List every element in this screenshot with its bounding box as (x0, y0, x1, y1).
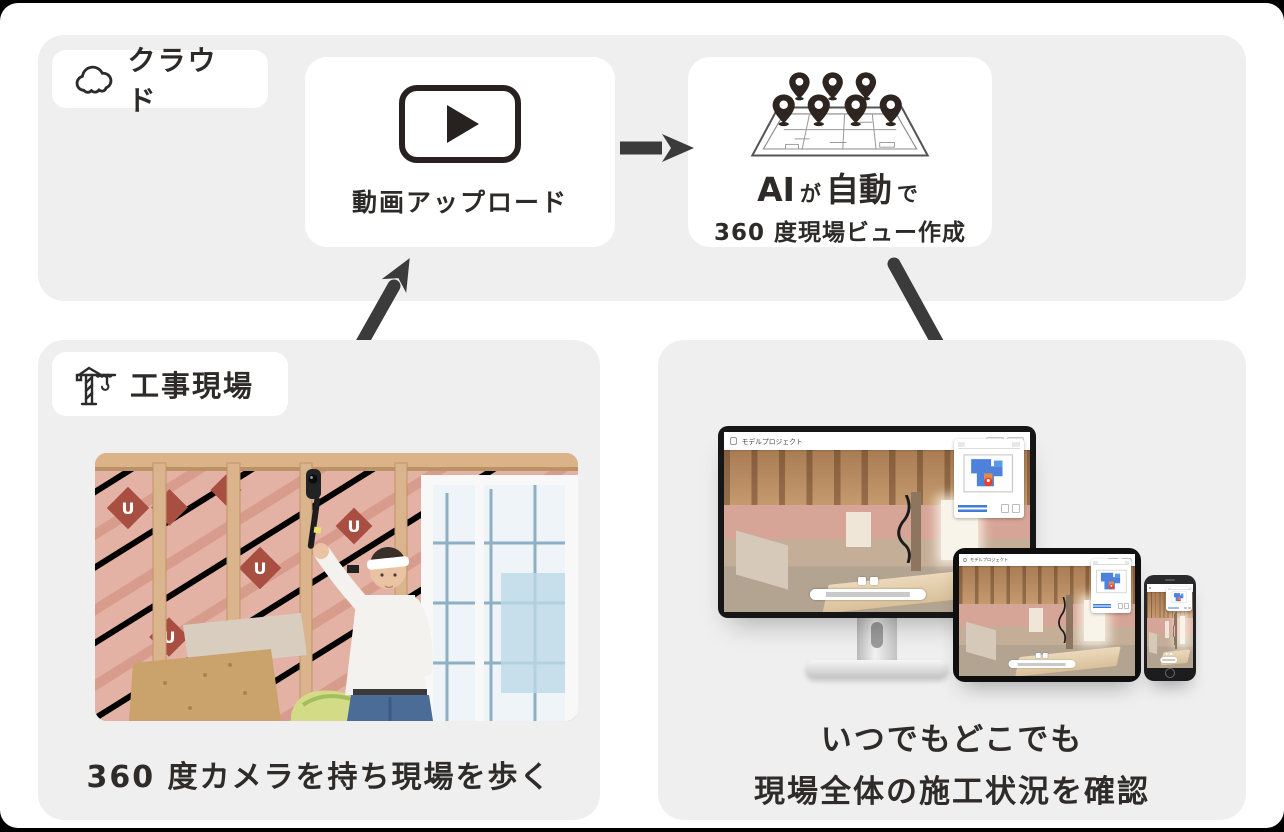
menu-icon (729, 437, 737, 445)
svg-text:U: U (348, 517, 361, 536)
upload-card: 動画アップロード (305, 57, 615, 247)
minimap-button (1124, 603, 1130, 610)
ai-card: AI が 自動 で 360 度現場ビュー作成 (688, 57, 992, 247)
leaning-board (1148, 632, 1157, 655)
minimap-panel (1166, 587, 1193, 611)
minimap-button (1118, 603, 1124, 610)
viewer-screen: モデルプロジェクト (959, 554, 1135, 676)
viewer-nav-buttons (1165, 652, 1173, 656)
hanging-cable-icon (897, 495, 911, 564)
cloud-icon (75, 65, 113, 94)
minimap-toolbar (1093, 561, 1130, 566)
map-pins-floorplan-icon (750, 72, 930, 157)
menu-icon (962, 557, 967, 563)
viewer-nav-buttons (857, 577, 878, 585)
minimap-floorplan-icon (1171, 591, 1187, 604)
cloud-badge-label: クラウド (127, 44, 218, 117)
tablet: モデルプロジェクト (953, 548, 1141, 682)
minimap-toolbar (957, 442, 1020, 449)
play-video-icon (399, 85, 521, 163)
devices-caption-line2: 現場全体の施工状況を確認 (754, 774, 1150, 810)
minimap-button (1001, 504, 1010, 514)
viewer-status-pill (1008, 660, 1076, 669)
viewer-nav-buttons (1035, 652, 1048, 658)
hanging-cable-icon (1058, 596, 1067, 644)
cloud-badge: クラウド (52, 44, 268, 117)
devices-caption-line1: いつでもどこでも (820, 722, 1084, 758)
ai-caption-line2: 360 度現場ビュー作成 (713, 220, 967, 246)
site-badge-label: 工事現場 (130, 369, 255, 403)
minimap-button (1187, 606, 1191, 610)
site-caption: 360 度カメラを持ち現場を歩く (86, 760, 552, 795)
menu-icon (1148, 586, 1152, 590)
hanging-cable-icon (1173, 613, 1176, 646)
viewer-status-pill (809, 588, 926, 601)
ai-particle: が (799, 182, 821, 206)
viewer-screen: モデルプロジェクト (1147, 584, 1193, 668)
far-window (1029, 607, 1044, 633)
minimap-button (1183, 606, 1187, 610)
minimap-button (1011, 504, 1020, 514)
minimap-footer (957, 503, 1020, 516)
ai-word-auto: 自動 (825, 170, 892, 209)
app-title: モデルプロジェクト (741, 438, 803, 446)
wall-pillar (910, 492, 922, 572)
upload-card-label: 動画アップロード (351, 188, 568, 217)
minimap-floorplan-icon (963, 454, 1014, 493)
minimap-footer (1167, 606, 1191, 610)
far-window (846, 511, 871, 548)
smartphone: モデルプロジェクト (1144, 575, 1196, 681)
viewer-screen: モデルプロジェクト (724, 432, 1030, 612)
wall-pillar (1175, 612, 1177, 650)
minimap-panel (1091, 558, 1132, 613)
minimap-footer (1093, 602, 1130, 611)
minimap-panel (953, 439, 1024, 519)
minimap-label-bar (957, 505, 988, 513)
svg-text:U: U (254, 559, 267, 578)
minimap-floorplan-icon (1096, 570, 1127, 594)
ai-particle: で (896, 182, 918, 206)
ai-word-ai: AI (757, 170, 795, 209)
minimap-label-bar (1093, 603, 1111, 609)
minimap-toolbar (1167, 588, 1191, 591)
wall-pillar (1066, 594, 1073, 649)
monitor-stand-base (806, 660, 948, 677)
site-badge: 工事現場 (52, 352, 288, 416)
minimap-label-bar (1167, 607, 1179, 610)
svg-text:U: U (122, 499, 135, 518)
bright-window (1179, 615, 1186, 644)
tower-crane-icon (75, 366, 117, 406)
far-window (1165, 621, 1170, 638)
viewer-status-pill (1159, 657, 1178, 663)
ai-caption-line1: AI が 自動 で (757, 163, 923, 211)
app-title: モデルプロジェクト (970, 558, 1009, 564)
monitor-stand-neck (857, 616, 897, 664)
leaning-board (966, 621, 996, 660)
leaning-board (736, 530, 789, 589)
